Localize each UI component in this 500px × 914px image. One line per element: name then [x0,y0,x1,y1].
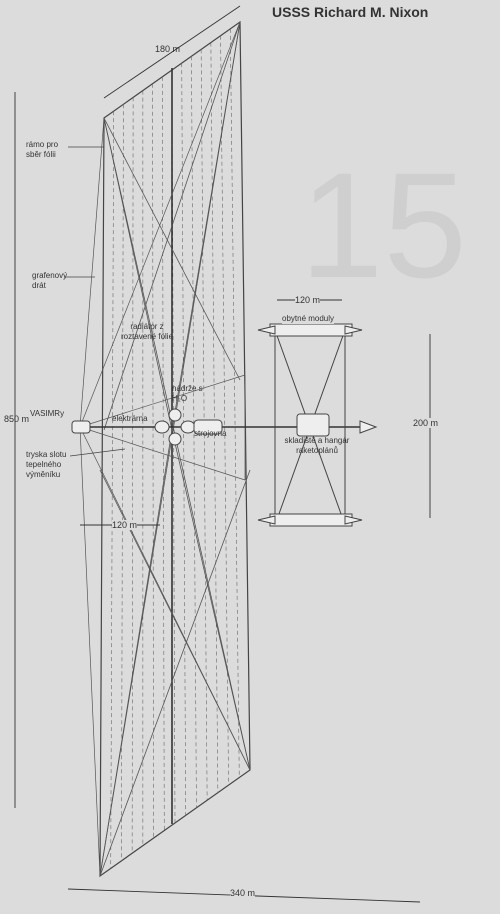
label-collection-frame: rámo pro sběr fólii [26,140,59,159]
dim-top-width: 180 m [155,44,181,54]
dimension-lines [14,5,431,903]
sail-hatch-line [210,42,219,793]
label-graphene-wire: grafenový drát [32,271,68,290]
label-radiator: radiátor z roztavené fólie [120,322,174,341]
leader-lines [64,146,126,457]
label-engine-room: strojovna [194,429,227,438]
sail-hatching [110,28,240,869]
page-title: USSS Richard M. Nixon [272,4,429,20]
sail-hatch-line [181,63,187,816]
sail-hatch-line [191,56,197,808]
label-vasimr: VASIMRy [30,409,65,418]
engine-rays [79,21,251,877]
sail-hatch-line [121,104,124,861]
label-storage: skladiště a hangár raketoplánů [284,436,350,455]
dim-radiator-offset: 120 m [112,520,138,530]
label-habitat-modules: obytné moduly [282,314,335,324]
dim-total-height: 850 m [4,414,30,424]
sail-hatch-line [131,97,134,854]
label-nozzle: tryska slotu tepelného výměníku [26,450,67,479]
sail-hatch-line [229,28,240,778]
dim-bottom-width: 340 m [230,888,256,898]
sail-hatch-line [200,49,208,801]
label-tanks: nádrže s H₂O [172,384,203,403]
habitat-frame [257,323,378,527]
sail-hatch-line [220,35,229,786]
dim-habitat-width: 120 m [295,295,321,305]
dim-habitat-height: 200 m [413,418,439,428]
sail-hatch-line [110,111,115,869]
engine-cluster [71,408,223,446]
page-number: 15 [300,141,467,309]
sail-hatch-line [152,83,154,839]
label-power-plant: elektrárna [112,414,148,423]
